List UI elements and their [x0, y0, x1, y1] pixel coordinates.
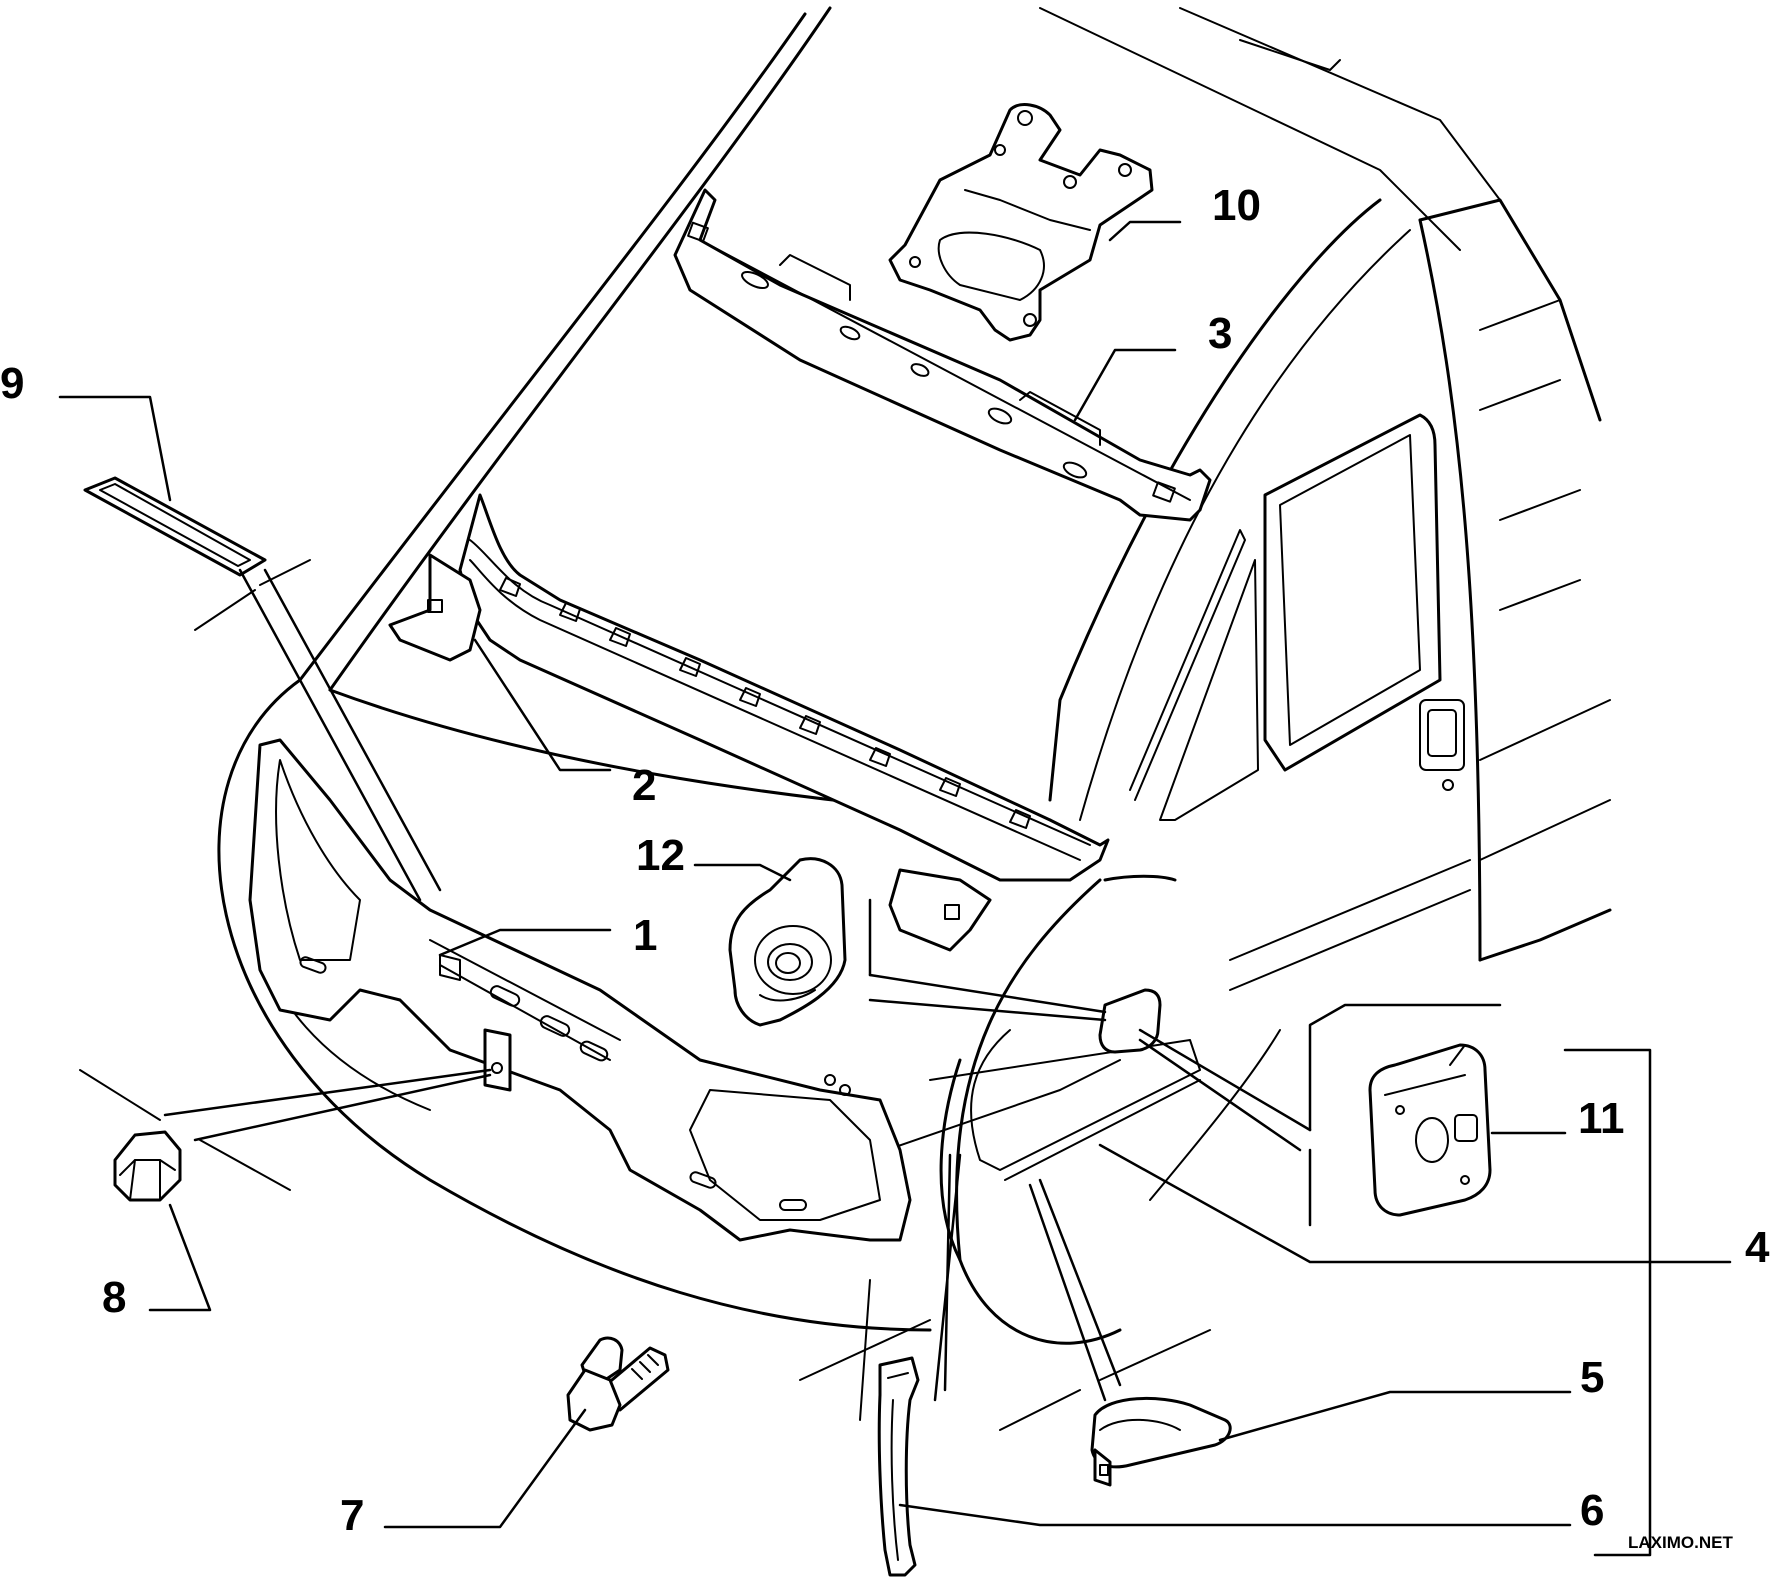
- callout-8: 8: [102, 1273, 126, 1322]
- part-11-rubber-mount: [1368, 1043, 1492, 1217]
- watermark: LAXIMO.NET: [1628, 1533, 1733, 1552]
- part-3-upper-cross-member: [673, 188, 1212, 522]
- part-8-flange-nut: [113, 1130, 182, 1202]
- part-4-plug: [1098, 988, 1162, 1054]
- callout-4: 4: [1745, 1223, 1770, 1272]
- callout-1: 1: [633, 911, 657, 960]
- callout-7: 7: [340, 1491, 364, 1540]
- part-7-bolt: [566, 1336, 670, 1432]
- callout-labels: 10 3 9 2 12 1 11 4 5 6 7 8 LAXIMO.NET: [0, 181, 1770, 1552]
- part-6-pillar-reinforcement: [877, 1356, 920, 1577]
- callout-12: 12: [636, 831, 685, 880]
- leader-lines: [58, 220, 1732, 1557]
- callout-3: 3: [1208, 309, 1232, 358]
- part-9-seal-strip: [83, 476, 267, 577]
- callout-10: 10: [1212, 181, 1261, 230]
- part-10-roof-bracket: [888, 103, 1154, 342]
- vehicle-body-outline: [79, 6, 1612, 1431]
- callout-11: 11: [1578, 1094, 1625, 1143]
- callout-6: 6: [1580, 1486, 1604, 1535]
- callout-2: 2: [632, 761, 656, 810]
- callout-5: 5: [1580, 1353, 1604, 1402]
- part-5-bracket: [1090, 1397, 1232, 1487]
- callout-9: 9: [0, 359, 24, 408]
- part-12-mount-pad: [728, 857, 847, 1027]
- part-2-lower-cross-member: [388, 493, 1110, 952]
